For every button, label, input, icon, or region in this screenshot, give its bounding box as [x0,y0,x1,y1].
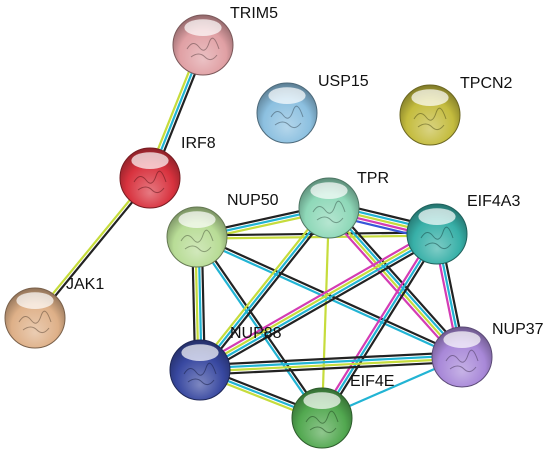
edge-line-yellow [198,231,437,370]
edge-line-black [331,204,467,355]
protein-structure-icon [183,362,217,386]
node-label-usp15: USP15 [318,73,369,90]
edge-line-black [201,209,333,373]
node-highlight [268,87,306,104]
edge-line-cyan [321,233,438,419]
edge-line-cyan [194,237,322,420]
node-label-trim5: TRIM5 [230,5,278,22]
node-eif4a3[interactable] [406,203,468,265]
node-highlight [178,211,216,229]
edge-tpr-eif4e [320,207,331,419]
edge-line-magenta [324,210,460,361]
node-usp15[interactable] [256,82,318,144]
edge-line-black [200,360,463,376]
nodes-layer [4,14,493,449]
node-highlight [411,89,449,106]
edge-line-black [199,351,462,367]
edge-eif4a3-eif4e [318,231,441,421]
node-label-tpcn2: TPCN2 [460,75,513,92]
node-highlight [181,344,219,361]
protein-structure-icon [18,310,52,334]
edge-tpr-nup88 [196,205,333,373]
node-nup88[interactable] [169,339,231,401]
node-label-nup50: NUP50 [227,192,279,209]
protein-structure-icon [413,107,447,131]
node-label-jak1: JAK1 [66,276,105,293]
node-nup37[interactable] [431,326,493,388]
protein-structure-icon [133,170,167,194]
edge-line-yellow [200,357,463,373]
protein-structure-icon [420,226,454,250]
edge-line-yellow [320,207,331,419]
protein-structure-icon [180,229,214,253]
edge-line-black [197,234,464,357]
node-irf8[interactable] [119,147,181,209]
protein-structure-icon [270,105,304,129]
edge-nup50-eif4e [194,235,325,420]
edge-line-cyan [200,234,439,373]
node-nup50[interactable] [166,206,228,268]
node-highlight [184,19,222,36]
edge-line-cyan [329,206,465,357]
edge-line-black [201,237,440,376]
node-label-tpr: TPR [357,170,389,187]
node-tpcn2[interactable] [399,84,461,146]
protein-structure-icon [312,200,346,224]
node-label-irf8: IRF8 [181,135,216,152]
edge-line-yellow [196,205,328,369]
edge-tpr-nup37 [324,204,467,361]
edge-line-magenta [318,231,436,417]
edge-nup88-nup37 [199,351,463,376]
edge-line-cyan [199,207,330,371]
node-label-eif4e: EIF4E [350,373,395,390]
edge-line-cyan [199,354,462,370]
protein-structure-icon [445,349,479,373]
node-jak1[interactable] [4,287,66,349]
node-label-nup37: NUP37 [492,321,544,338]
edge-line-yellow [197,234,438,240]
node-highlight [418,208,456,226]
protein-structure-icon [186,37,220,61]
protein-structure-icon [305,410,339,434]
node-label-nup88: NUP88 [230,325,282,342]
edge-line-yellow [326,208,462,359]
node-highlight [310,182,348,200]
edges-layer [32,43,467,423]
node-trim5[interactable] [172,14,234,76]
node-highlight [303,392,341,409]
node-label-eif4a3: EIF4A3 [467,193,521,210]
node-eif4e[interactable] [291,387,353,449]
node-highlight [131,152,169,170]
node-highlight [443,331,481,348]
edge-line-magenta [197,228,436,367]
edge-eif4a3-nup88 [197,228,440,376]
node-tpr[interactable] [298,177,360,239]
edge-line-black [197,235,325,418]
edge-line-black [323,235,441,421]
node-highlight [16,292,54,309]
